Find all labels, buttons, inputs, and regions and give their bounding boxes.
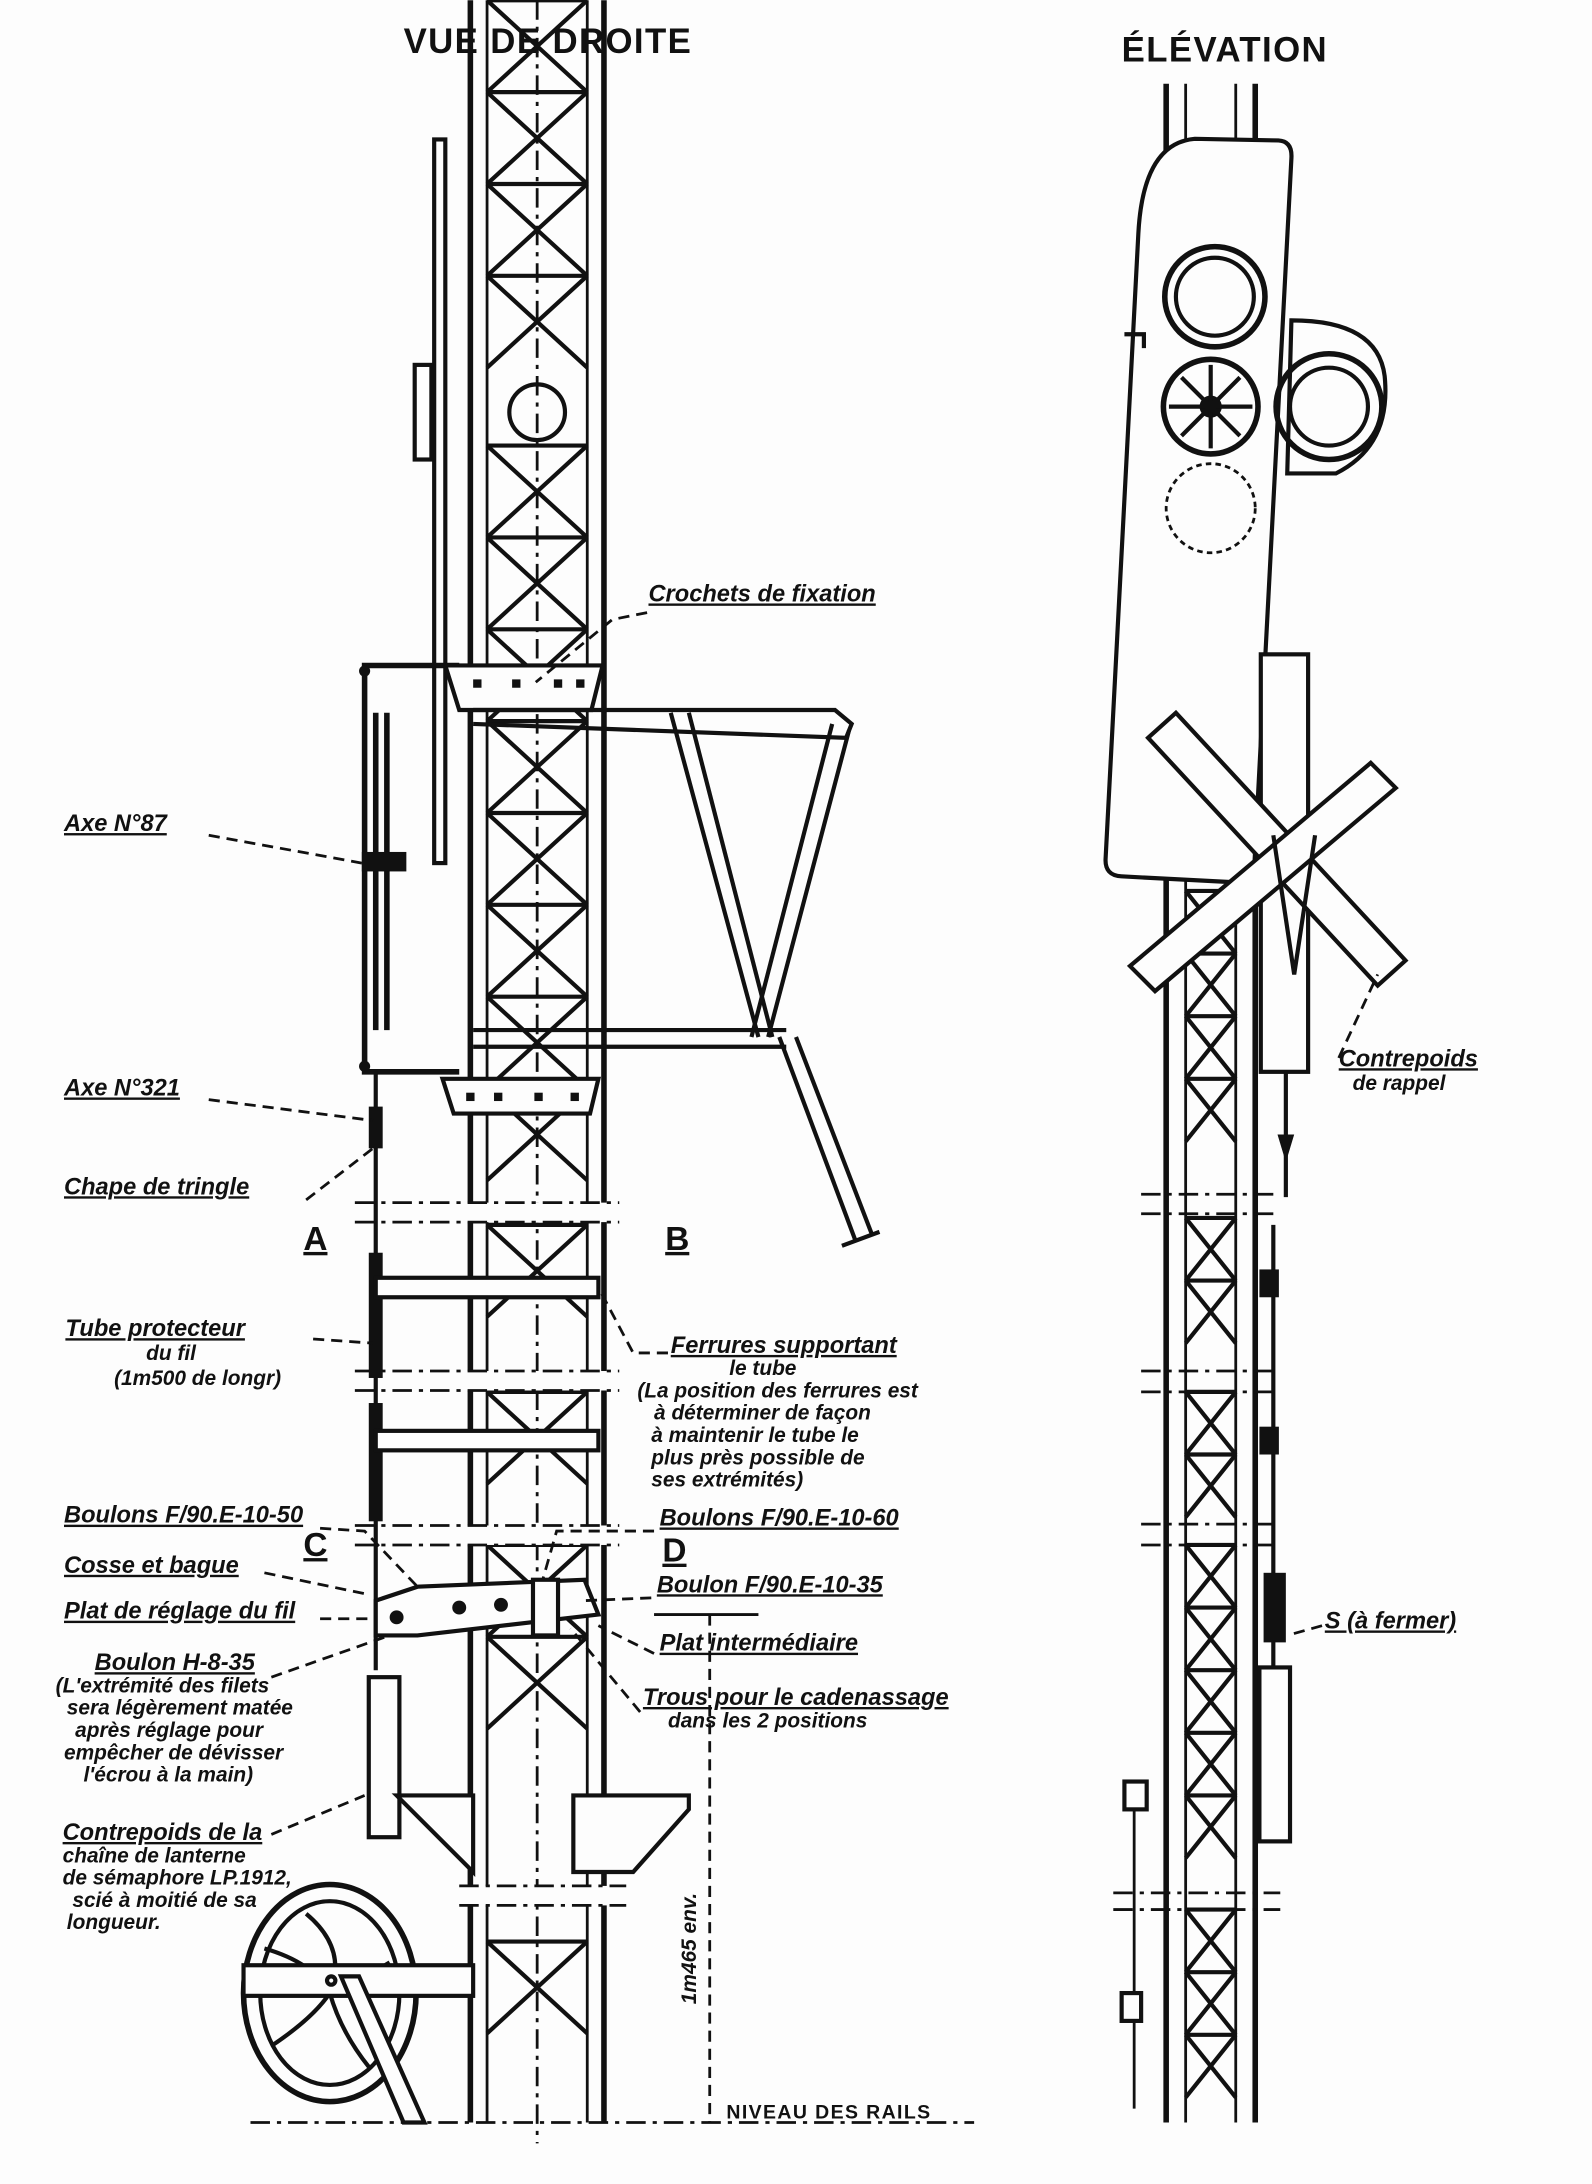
label-ferrures: Ferrures supportant — [671, 1333, 898, 1359]
lattice-brace — [485, 1940, 589, 2035]
lattice-brace — [485, 719, 589, 815]
label-boulon-h-6: l'écrou à la main) — [83, 1764, 253, 1787]
label-plat-reglage: Plat de réglage du fil — [64, 1599, 296, 1625]
lattice-brace — [485, 535, 589, 631]
lattice-brace — [485, 811, 589, 907]
label-contrepoids-chaine: Contrepoids de la — [63, 1820, 263, 1846]
label-boulon-h-2: (L'extrémité des filets — [56, 1674, 270, 1697]
lattice-brace — [485, 182, 589, 278]
label-boulon-h-4: après réglage pour — [75, 1719, 265, 1742]
label-contrepoids-rappel-2: de rappel — [1353, 1072, 1447, 1095]
label-cosse: Cosse et bague — [64, 1553, 239, 1579]
hopper-left — [391, 1793, 476, 1878]
label-trous-2: dans les 2 positions — [668, 1709, 867, 1732]
lattice-brace — [1184, 1606, 1238, 1672]
lattice-brace — [485, 90, 589, 186]
transmission-frame — [359, 662, 460, 1075]
letter-b: B — [665, 1221, 689, 1258]
label-boulons-60: Boulons F/90.E-10-60 — [660, 1505, 899, 1531]
label-tube: Tube protecteur — [65, 1316, 246, 1342]
lattice-brace — [485, 903, 589, 999]
lattice-brace — [485, 1635, 589, 1731]
lattice-brace — [1184, 2033, 1238, 2099]
lattice-brace — [1184, 1390, 1238, 1456]
lantern-arm — [473, 707, 881, 1248]
lattice-brace — [485, 995, 589, 1091]
lattice-brace — [1184, 1908, 1238, 1974]
label-contrepoids-rappel: Contrepoids — [1339, 1046, 1478, 1072]
ferrures-supports — [373, 1275, 601, 1453]
label-axe-321: Axe N°321 — [63, 1075, 180, 1101]
lattice-brace — [1184, 1970, 1238, 2037]
label-boulon-h-3: sera légèrement matée — [67, 1697, 294, 1720]
label-boulons-50: Boulons F/90.E-10-50 — [64, 1503, 303, 1529]
lattice-brace — [485, 0, 589, 94]
axe-87-joint — [361, 851, 407, 872]
label-boulon-h: Boulon H-8-35 — [95, 1650, 256, 1676]
lattice-brace — [1184, 1543, 1238, 1609]
label-contrepoids-chaine-5: longueur. — [67, 1911, 161, 1934]
lattice-brace — [1184, 1794, 1238, 1860]
label-boulon-35: Boulon F/90.E-10-35 — [657, 1572, 884, 1598]
lattice-brace — [1184, 1216, 1238, 1282]
label-ferrures-5: à maintenir le tube le — [651, 1424, 859, 1447]
letter-a: A — [303, 1221, 327, 1258]
label-contrepoids-chaine-2: chaîne de lanterne — [63, 1844, 247, 1867]
label-chape: Chape de tringle — [64, 1174, 249, 1200]
crochets-bracket-bottom — [439, 1076, 602, 1116]
leader-lines — [208, 611, 668, 1836]
label-axe-87: Axe N°87 — [63, 811, 169, 837]
label-tube-2: du fil — [146, 1342, 197, 1365]
height-dimension-label: 1m465 env. — [678, 1893, 701, 2004]
lattice-brace — [1184, 1279, 1238, 1345]
label-boulon-h-5: empêcher de dévisser — [64, 1741, 285, 1764]
label-ferrures-4: à déterminer de façon — [654, 1402, 871, 1425]
elevation-wire-parts — [1119, 1224, 1293, 2109]
pulley-wheel — [240, 1881, 476, 2125]
lattice-brace — [1184, 1731, 1238, 1797]
label-crochets: Crochets de fixation — [648, 581, 875, 607]
label-ferrures-7: ses extrémités) — [651, 1469, 803, 1492]
lattice-brace — [1184, 1668, 1238, 1735]
lattice-brace — [485, 444, 589, 539]
lever-pole — [412, 137, 448, 866]
lattice-brace — [1184, 1453, 1238, 1519]
lattice-brace — [1184, 952, 1238, 1018]
letter-d: D — [662, 1533, 686, 1570]
label-tube-3: (1m500 de longr) — [114, 1367, 281, 1390]
title-elevation: ÉLÉVATION — [1122, 30, 1328, 70]
lattice-brace — [1184, 1014, 1238, 1081]
lattice-brace — [485, 274, 589, 370]
label-ferrures-2: le tube — [729, 1357, 797, 1380]
lattice-tower-right-view — [250, 0, 975, 2144]
label-trous: Trous pour le cadenassage — [643, 1685, 949, 1711]
wire-transmission — [366, 1071, 402, 1840]
hopper — [571, 1793, 691, 1875]
cross-arms — [1126, 652, 1409, 1198]
lattice-brace — [1184, 1077, 1238, 1143]
niveau-des-rails-label: NIVEAU DES RAILS — [726, 2101, 931, 2123]
semaphore-lantern-plate — [1103, 136, 1388, 885]
label-ferrures-6: plus près possible de — [650, 1446, 865, 1469]
crochets-bracket-top — [442, 663, 606, 713]
label-s-a-fermer: S (à fermer) — [1325, 1608, 1457, 1634]
label-plat-intermediaire: Plat intermédiaire — [660, 1631, 858, 1657]
adjustment-plate — [373, 1577, 602, 1638]
tower-hole — [507, 382, 568, 443]
letter-c: C — [303, 1527, 327, 1564]
lattice-brace — [485, 1223, 589, 1319]
label-ferrures-3: (La position des ferrures est — [637, 1379, 919, 1402]
label-contrepoids-chaine-4: scié à moitié de sa — [72, 1889, 256, 1912]
counterweight — [366, 1675, 402, 1840]
tube-protecteur — [368, 1252, 383, 1378]
label-contrepoids-chaine-3: de sémaphore LP.1912, — [63, 1867, 292, 1890]
